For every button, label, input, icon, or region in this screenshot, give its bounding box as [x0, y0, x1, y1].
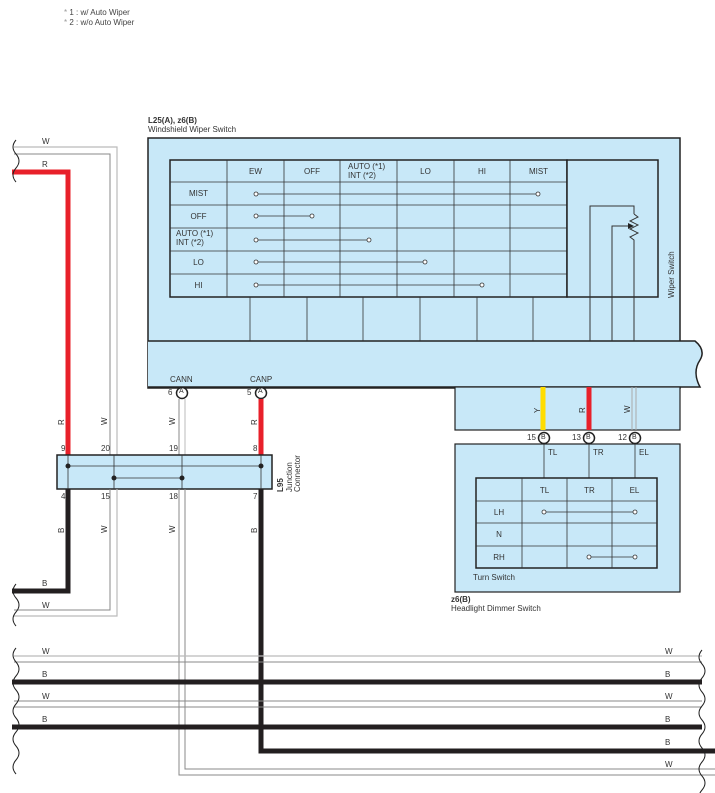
- jc-pin-15: 15: [101, 492, 110, 501]
- jc-id: L95: [276, 478, 285, 492]
- wire-label: B: [57, 527, 66, 533]
- wire-label: B: [42, 670, 48, 679]
- connector-a-canp: A: [258, 388, 263, 395]
- pin-num-15: 15: [527, 433, 536, 442]
- connector-b-13: B: [586, 434, 591, 441]
- wire-label: B: [665, 738, 671, 747]
- connector-a-cann: A: [179, 388, 184, 395]
- wiper-switch-side-label: Wiper Switch: [667, 251, 676, 298]
- jc-name-2: Connector: [293, 455, 302, 492]
- wire-label: W: [100, 525, 109, 533]
- jc-pin-7: 7: [253, 492, 258, 501]
- wire-label: R: [250, 419, 259, 425]
- wire-label: R: [42, 160, 48, 169]
- dimmer-col-tr: TR: [584, 486, 595, 495]
- wiper-switch-connector-id: L25(A), z6(B): [148, 116, 197, 125]
- dimmer-row-rh: RH: [493, 553, 505, 562]
- col-header-auto: AUTO (*1)INT (*2): [348, 162, 386, 180]
- jc-pin-9: 9: [61, 444, 66, 453]
- terminal-tr: TR: [593, 448, 604, 457]
- wire-label: B: [42, 579, 48, 588]
- terminal-tl: TL: [548, 448, 558, 457]
- wire-label-y: Y: [533, 407, 542, 413]
- wire-label: B: [250, 527, 259, 533]
- pin-label-canp: CANP: [250, 375, 273, 384]
- wire-label: W: [42, 137, 50, 146]
- col-header-mist: MIST: [528, 167, 549, 176]
- row-header-lo: LO: [193, 258, 204, 267]
- wire-label: W: [168, 417, 177, 425]
- dimmer-col-el: EL: [629, 486, 640, 495]
- row-header-hi: HI: [194, 281, 203, 290]
- wire-label: W: [665, 692, 673, 701]
- row-header-mist: MIST: [188, 189, 209, 198]
- dimmer-row-n: N: [496, 530, 502, 539]
- terminal-el: EL: [639, 448, 649, 457]
- connector-b-15: B: [541, 434, 546, 441]
- wire-label: W: [42, 601, 50, 610]
- wire-label: W: [42, 692, 50, 701]
- wire-label: W: [665, 760, 673, 769]
- wiper-switch-name: Windshield Wiper Switch: [148, 125, 237, 134]
- wire-label: B: [665, 670, 671, 679]
- pin-num-13: 13: [572, 433, 581, 442]
- wire-label: W: [168, 525, 177, 533]
- wire-label: R: [57, 419, 66, 425]
- note-no-auto-wiper: * 2 : w/o Auto Wiper: [64, 18, 135, 27]
- col-header-ew: EW: [249, 167, 262, 176]
- wire-label-r: R: [578, 407, 587, 413]
- connector-b-12: B: [632, 434, 637, 441]
- wire-label: W: [100, 417, 109, 425]
- wire-label: W: [42, 647, 50, 656]
- wire-label: B: [665, 715, 671, 724]
- jc-pin-8: 8: [253, 444, 258, 453]
- col-header-hi: HI: [478, 167, 486, 176]
- wire-label: B: [42, 715, 48, 724]
- row-header-off: OFF: [190, 212, 207, 221]
- col-header-lo: LO: [420, 167, 431, 176]
- col-header-off: OFF: [304, 167, 320, 176]
- jc-pin-18: 18: [169, 492, 178, 501]
- pin-num-6: 6: [168, 388, 173, 397]
- pin-label-cann: CANN: [170, 375, 193, 384]
- jc-pin-4: 4: [61, 492, 66, 501]
- wire-label-w: W: [623, 405, 632, 413]
- wire-label: W: [665, 647, 673, 656]
- jc-pin-20: 20: [101, 444, 110, 453]
- note-auto-wiper: * 1 : w/ Auto Wiper: [64, 8, 130, 17]
- jc-pin-19: 19: [169, 444, 178, 453]
- pin-num-5: 5: [247, 388, 252, 397]
- dimmer-row-lh: LH: [493, 508, 505, 517]
- dimmer-switch-connector-id: z6(B): [451, 595, 471, 604]
- turn-switch-label: Turn Switch: [473, 573, 515, 582]
- dimmer-switch-name: Headlight Dimmer Switch: [451, 604, 541, 613]
- dimmer-col-tl: TL: [539, 486, 550, 495]
- pin-num-12: 12: [618, 433, 627, 442]
- row-header-auto: AUTO (*1)INT (*2): [176, 229, 214, 247]
